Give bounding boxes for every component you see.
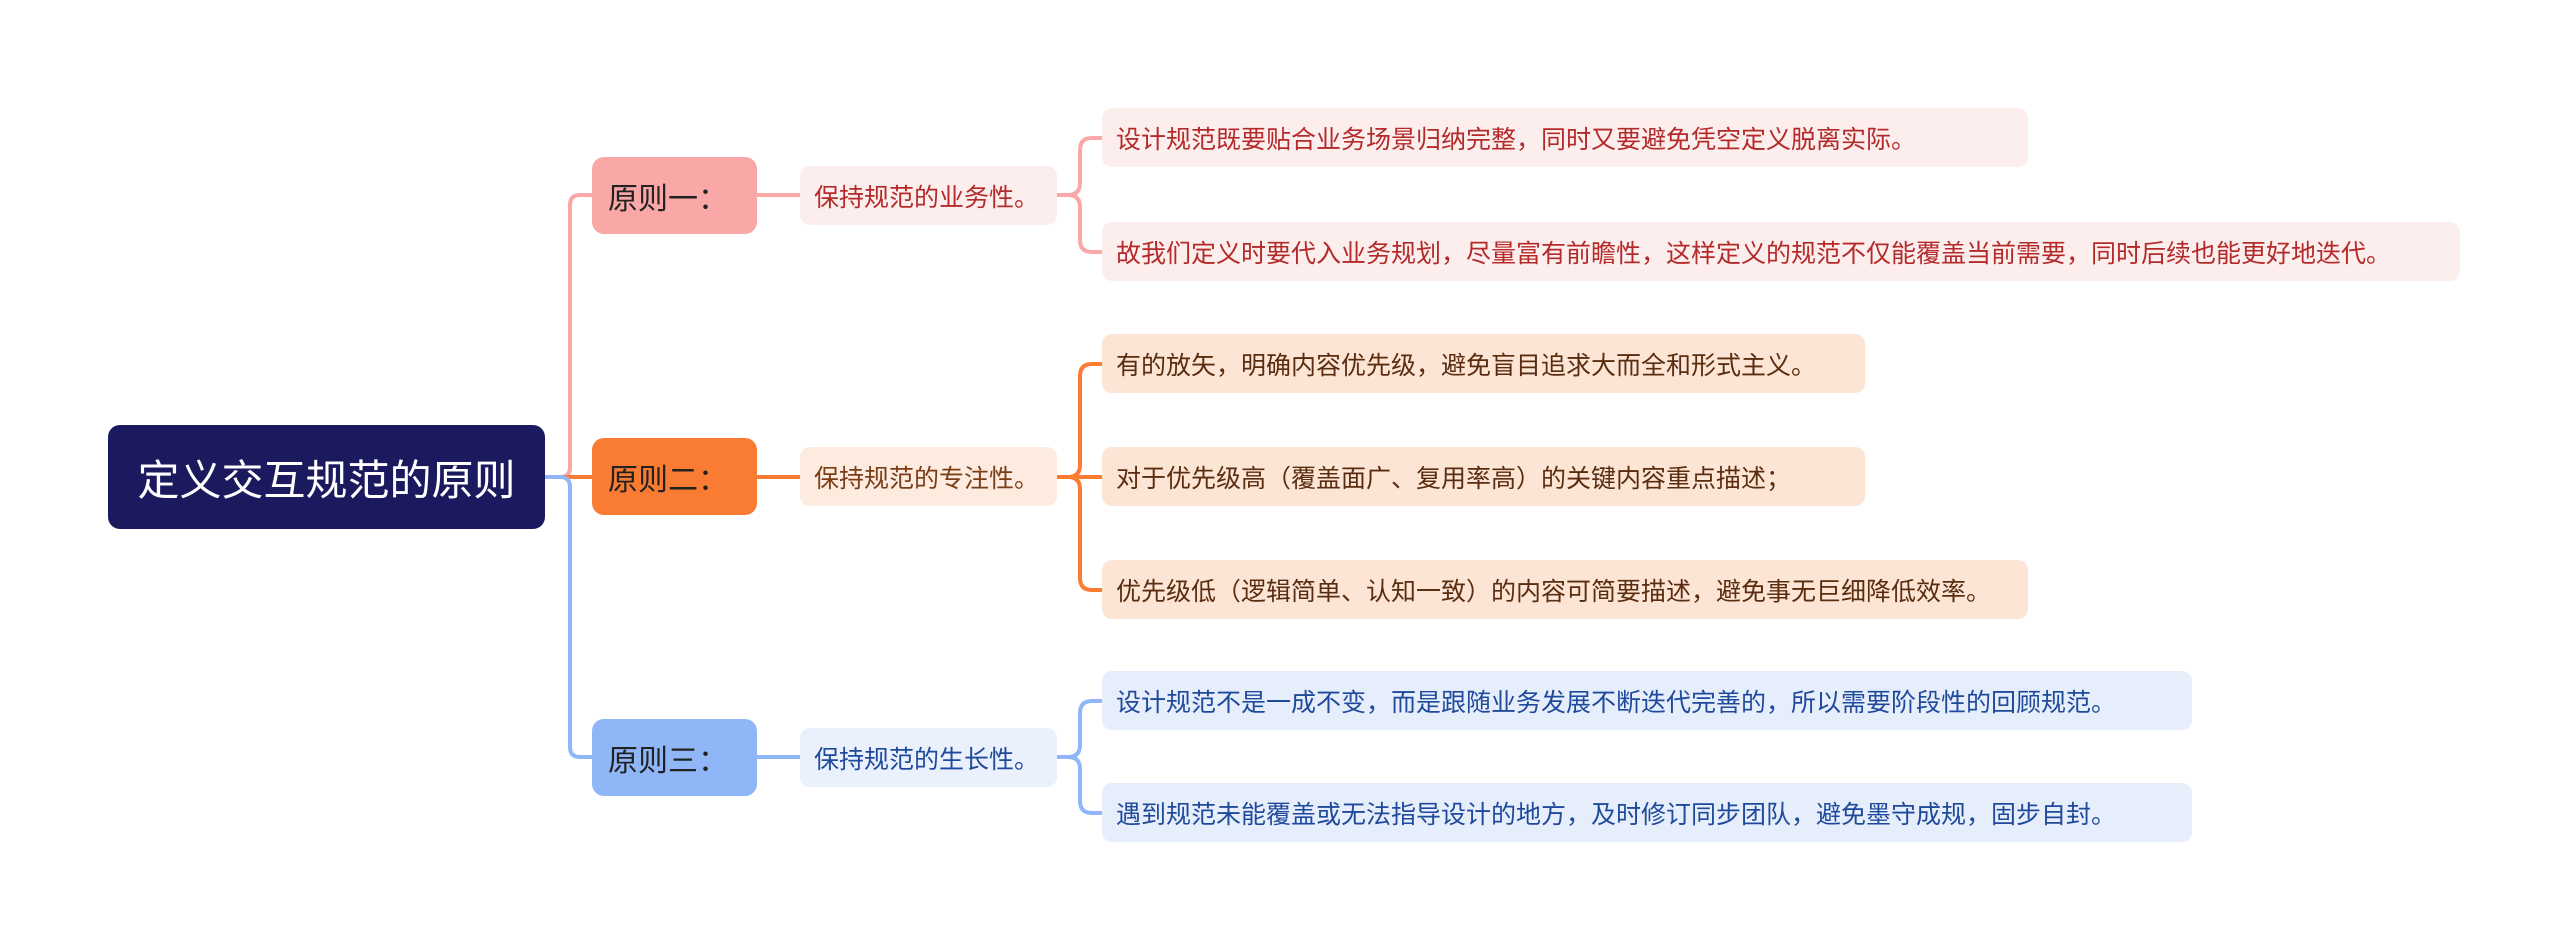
link-trait1-detail1: [1057, 136, 1102, 197]
principle-2-trait-label: 保持规范的专注性。: [814, 463, 1040, 493]
link-root-branch3: [545, 475, 592, 759]
principle-3-detail-2[interactable]: 遇到规范未能覆盖或无法指导设计的地方，及时修订同步团队，避免墨守成规，固步自封。: [1102, 783, 2192, 842]
principle-3-label: 原则三：: [608, 743, 728, 779]
principle-3-node[interactable]: 原则三：: [592, 719, 757, 796]
principle-1-trait-node[interactable]: 保持规范的业务性。: [800, 166, 1057, 225]
detail-text: 遇到规范未能覆盖或无法指导设计的地方，及时修订同步团队，避免墨守成规，固步自封。: [1116, 799, 2117, 829]
principle-2-detail-2[interactable]: 对于优先级高（覆盖面广、复用率高）的关键内容重点描述；: [1102, 447, 1865, 506]
link-trait1-detail2: [1057, 193, 1102, 254]
detail-text: 优先级低（逻辑简单、认知一致）的内容可简要描述，避免事无巨细降低效率。: [1116, 576, 1992, 606]
link-trait2-detail3: [1057, 475, 1102, 592]
principle-1-node[interactable]: 原则一：: [592, 157, 757, 234]
link-trait3-detail2: [1057, 755, 1102, 815]
principle-1-detail-2[interactable]: 故我们定义时要代入业务规划，尽量富有前瞻性，这样定义的规范不仅能覆盖当前需要，同…: [1102, 222, 2460, 281]
detail-text: 对于优先级高（覆盖面广、复用率高）的关键内容重点描述；: [1116, 463, 1792, 493]
principle-2-label: 原则二：: [608, 462, 728, 498]
principle-2-detail-1[interactable]: 有的放矢，明确内容优先级，避免盲目追求大而全和形式主义。: [1102, 334, 1865, 393]
detail-text: 设计规范不是一成不变，而是跟随业务发展不断迭代完善的，所以需要阶段性的回顾规范。: [1116, 687, 2117, 717]
principle-1-trait-label: 保持规范的业务性。: [814, 182, 1040, 212]
detail-text: 有的放矢，明确内容优先级，避免盲目追求大而全和形式主义。: [1116, 350, 1817, 380]
principle-3-trait-node[interactable]: 保持规范的生长性。: [800, 728, 1057, 787]
detail-text: 故我们定义时要代入业务规划，尽量富有前瞻性，这样定义的规范不仅能覆盖当前需要，同…: [1116, 238, 2392, 268]
root-topic-label: 定义交互规范的原则: [137, 455, 516, 505]
principle-2-detail-3[interactable]: 优先级低（逻辑简单、认知一致）的内容可简要描述，避免事无巨细降低效率。: [1102, 560, 2028, 619]
principle-1-detail-1[interactable]: 设计规范既要贴合业务场景归纳完整，同时又要避免凭空定义脱离实际。: [1102, 108, 2028, 167]
detail-text: 设计规范既要贴合业务场景归纳完整，同时又要避免凭空定义脱离实际。: [1116, 124, 1917, 154]
principle-1-label: 原则一：: [608, 181, 728, 217]
root-topic[interactable]: 定义交互规范的原则: [108, 425, 545, 529]
link-trait3-detail1: [1057, 699, 1102, 759]
principle-3-trait-label: 保持规范的生长性。: [814, 744, 1040, 774]
principle-2-node[interactable]: 原则二：: [592, 438, 757, 515]
principle-2-trait-node[interactable]: 保持规范的专注性。: [800, 447, 1057, 506]
link-root-branch1: [545, 193, 592, 479]
link-trait2-detail1: [1057, 362, 1102, 479]
principle-3-detail-1[interactable]: 设计规范不是一成不变，而是跟随业务发展不断迭代完善的，所以需要阶段性的回顾规范。: [1102, 671, 2192, 730]
